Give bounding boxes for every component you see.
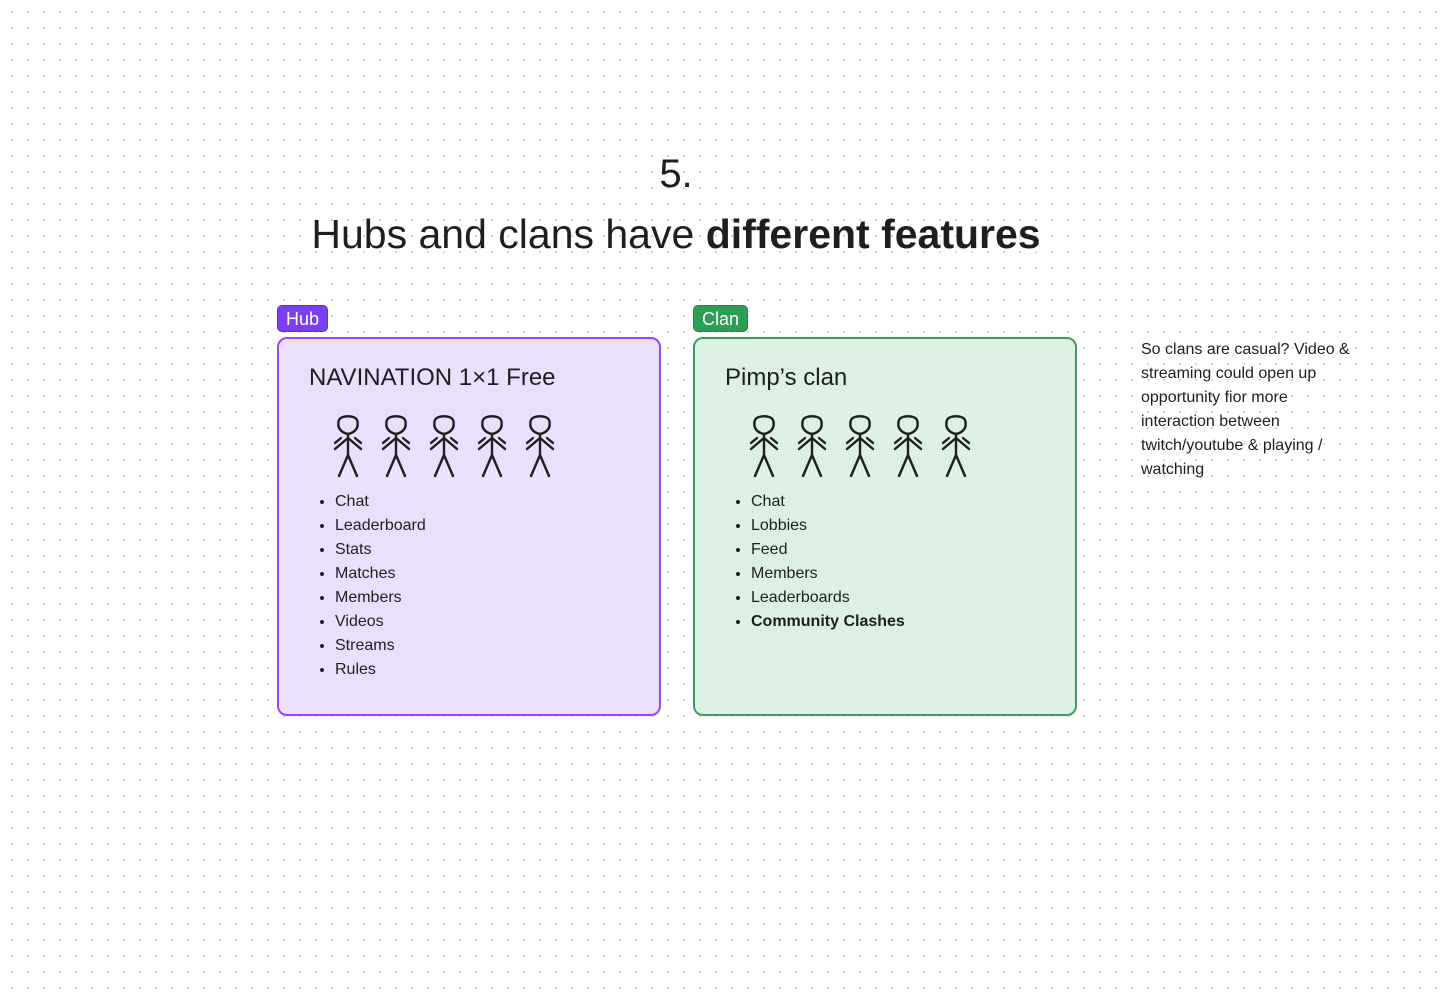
clan-feature-item: Feed bbox=[751, 538, 905, 562]
hub-feature-item: Chat bbox=[335, 490, 426, 514]
stick-figure-icon bbox=[475, 413, 509, 479]
stick-figure-icon bbox=[795, 413, 829, 479]
hub-feature-item: Leaderboard bbox=[335, 514, 426, 538]
hub-feature-list: Chat Leaderboard Stats Matches Members V… bbox=[317, 490, 426, 682]
stick-figure-icon bbox=[939, 413, 973, 479]
clan-feature-item: Members bbox=[751, 562, 905, 586]
hub-feature-item: Streams bbox=[335, 634, 426, 658]
stick-figure-icon bbox=[891, 413, 925, 479]
clan-members-figures bbox=[747, 413, 973, 479]
hub-title: NAVINATION 1×1 Free bbox=[309, 364, 556, 391]
hub-members-figures bbox=[331, 413, 557, 479]
hub-feature-item: Members bbox=[335, 586, 426, 610]
stick-figure-icon bbox=[843, 413, 877, 479]
stick-figure-icon bbox=[523, 413, 557, 479]
clan-card[interactable]: Pimp’s clan Chat Lobbies Feed Members Le… bbox=[693, 337, 1077, 716]
headline: Hubs and clans have different features bbox=[0, 208, 1352, 260]
clan-tag[interactable]: Clan bbox=[693, 305, 749, 332]
hub-feature-item: Stats bbox=[335, 538, 426, 562]
headline-bold: different features bbox=[705, 211, 1041, 257]
hub-feature-item: Rules bbox=[335, 658, 426, 682]
clan-feature-item: Chat bbox=[751, 490, 905, 514]
sticky-note-comment[interactable]: So clans are casual? Video & streaming c… bbox=[1141, 341, 1350, 478]
hub-feature-item: Matches bbox=[335, 562, 426, 586]
clan-feature-item: Lobbies bbox=[751, 514, 905, 538]
clan-feature-item: Community Clashes bbox=[751, 610, 905, 634]
stick-figure-icon bbox=[331, 413, 365, 479]
clan-feature-item: Leaderboards bbox=[751, 586, 905, 610]
hub-tag[interactable]: Hub bbox=[277, 305, 329, 332]
clan-title: Pimp’s clan bbox=[725, 364, 848, 391]
step-number: 5. bbox=[659, 152, 693, 196]
clan-feature-list: Chat Lobbies Feed Members Leaderboards C… bbox=[733, 490, 905, 634]
stick-figure-icon bbox=[427, 413, 461, 479]
hub-feature-item: Videos bbox=[335, 610, 426, 634]
stick-figure-icon bbox=[379, 413, 413, 479]
hub-card[interactable]: NAVINATION 1×1 Free Chat Leaderboard Sta… bbox=[277, 337, 661, 716]
stick-figure-icon bbox=[747, 413, 781, 479]
headline-regular: Hubs and clans have bbox=[311, 211, 706, 257]
